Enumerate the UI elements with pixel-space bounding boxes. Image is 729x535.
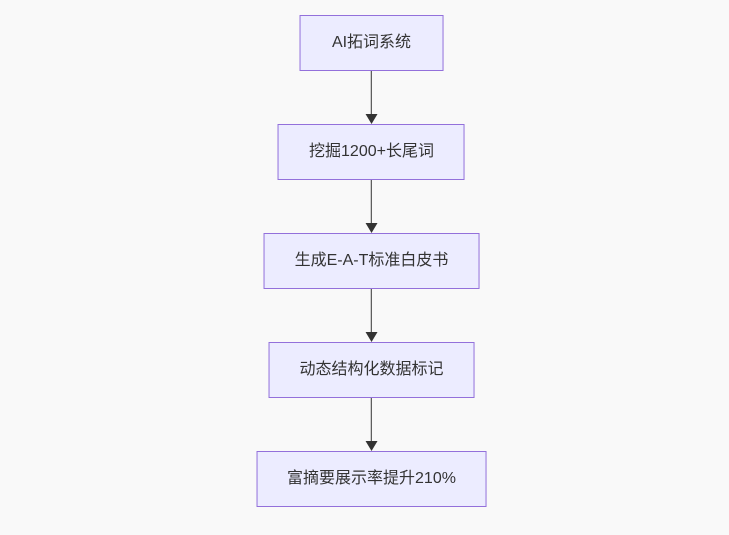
flow-node-structured-data-markup: 动态结构化数据标记 xyxy=(268,342,475,398)
flow-node-label: 生成E-A-T标准白皮书 xyxy=(294,252,449,270)
flow-node-ai-keyword-system: AI拓词系统 xyxy=(299,15,444,71)
flow-node-label: 挖掘1200+长尾词 xyxy=(309,143,434,161)
arrowhead-down-icon xyxy=(365,114,378,124)
edge-connector-2 xyxy=(365,180,379,233)
arrowhead-down-icon xyxy=(365,441,378,451)
edge-line xyxy=(370,180,373,224)
edge-connector-3 xyxy=(365,289,379,342)
flow-node-longtail-mining: 挖掘1200+长尾词 xyxy=(278,124,465,180)
edge-connector-1 xyxy=(365,71,379,124)
flow-node-label: 动态结构化数据标记 xyxy=(299,361,444,379)
edge-line xyxy=(370,289,373,333)
arrowhead-down-icon xyxy=(365,332,378,342)
flow-node-label: 富摘要展示率提升210% xyxy=(287,470,456,488)
edge-line xyxy=(370,398,373,442)
edge-connector-4 xyxy=(365,398,379,451)
edge-line xyxy=(370,71,373,115)
flow-node-rich-snippet-uplift: 富摘要展示率提升210% xyxy=(256,451,487,507)
arrowhead-down-icon xyxy=(365,223,378,233)
flow-node-label: AI拓词系统 xyxy=(331,34,412,52)
flow-node-eat-whitepaper: 生成E-A-T标准白皮书 xyxy=(263,233,480,289)
flowchart: AI拓词系统 挖掘1200+长尾词 生成E-A-T标准白皮书 动态结构化数据标记 xyxy=(256,0,487,507)
